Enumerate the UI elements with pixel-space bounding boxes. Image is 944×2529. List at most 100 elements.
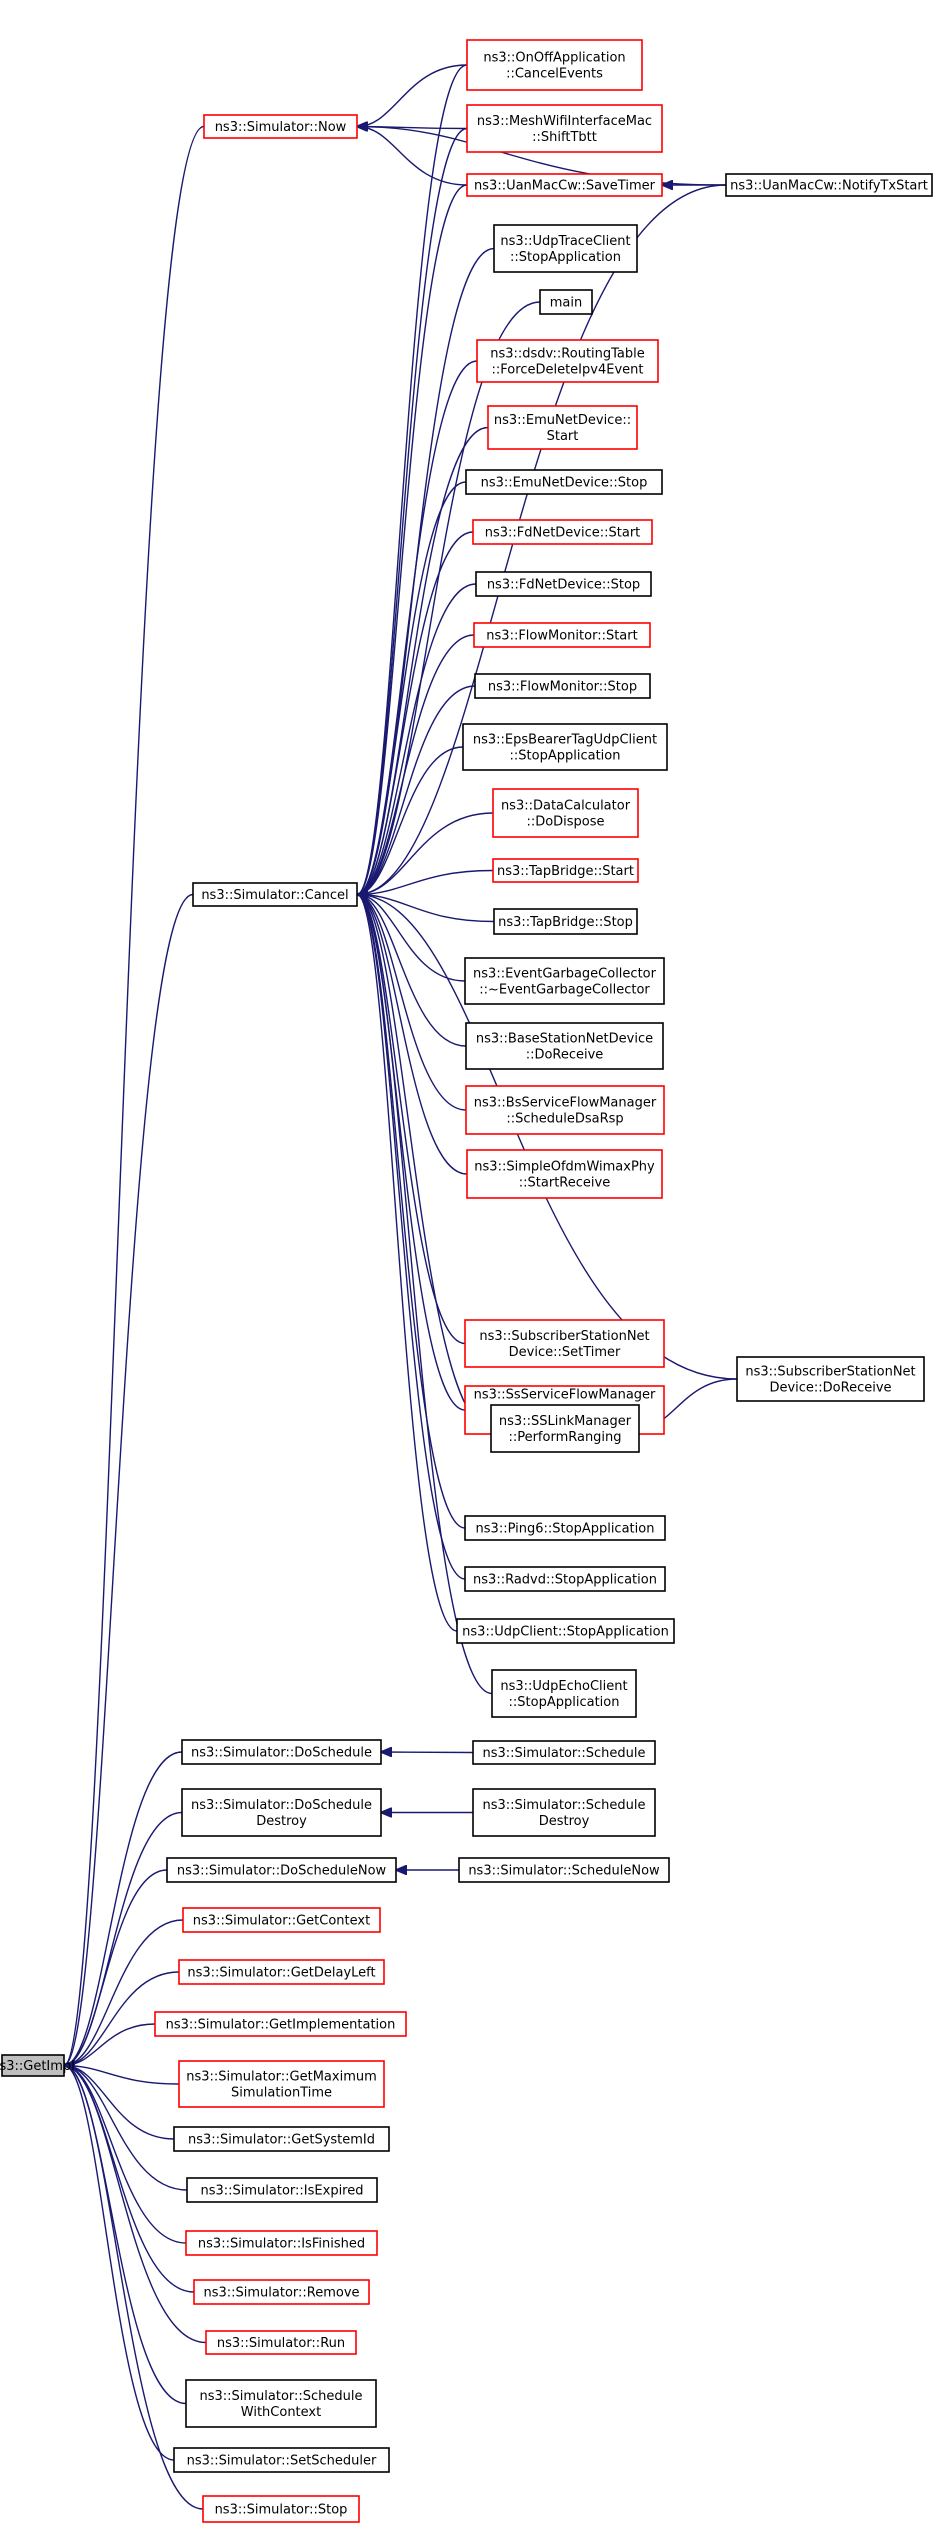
- node-setsched[interactable]: ns3::Simulator::SetScheduler: [173, 2447, 390, 2473]
- node-sched[interactable]: ns3::Simulator::Schedule: [472, 1740, 656, 1765]
- node-box: [203, 114, 358, 139]
- node-box: [186, 2177, 378, 2203]
- edge-udpclient-to-cancel: [357, 895, 458, 1632]
- node-label: ns3::SimpleOfdmWimaxPhy: [474, 1160, 655, 1175]
- edge-dosched-to-getimpl: [64, 1751, 183, 2066]
- node-label: ns3::UdpEchoClient: [500, 1679, 627, 1694]
- node-box: [465, 1022, 664, 1070]
- node-fdstart[interactable]: ns3::FdNetDevice::Start: [472, 519, 653, 545]
- node-doschedn[interactable]: ns3::Simulator::DoScheduleNow: [166, 1857, 397, 1883]
- node-label: ns3::TapBridge::Stop: [498, 915, 633, 930]
- node-tapstart[interactable]: ns3::TapBridge::Start: [492, 858, 639, 883]
- node-ssnet[interactable]: ns3::SubscriberStationNetDevice::SetTime…: [464, 1319, 665, 1368]
- node-stop[interactable]: ns3::Simulator::Stop: [202, 2495, 360, 2523]
- node-box: [473, 622, 651, 648]
- edge-getsys-to-getimpl: [64, 2066, 175, 2140]
- node-ping6[interactable]: ns3::Ping6::StopApplication: [464, 1515, 666, 1541]
- node-now[interactable]: ns3::Simulator::Now: [203, 114, 358, 139]
- edge-savetimer-to-cancel: [357, 184, 468, 895]
- edge-savetimer-to-now: [357, 127, 468, 186]
- node-flowstop[interactable]: ns3::FlowMonitor::Stop: [474, 673, 651, 699]
- node-udptrace[interactable]: ns3::UdpTraceClient::StopApplication: [493, 224, 638, 273]
- node-flowstart[interactable]: ns3::FlowMonitor::Start: [473, 622, 651, 648]
- node-box: [181, 1788, 382, 1837]
- node-onoff[interactable]: ns3::OnOffApplication::CancelEvents: [466, 39, 643, 91]
- node-label: ns3::Radvd::StopApplication: [473, 1573, 657, 1588]
- node-cancel[interactable]: ns3::Simulator::Cancel: [192, 882, 358, 907]
- node-box: [490, 1404, 640, 1453]
- node-fdstop[interactable]: ns3::FdNetDevice::Stop: [475, 571, 652, 597]
- node-main[interactable]: main: [539, 289, 593, 315]
- node-dsdv[interactable]: ns3::dsdv::RoutingTable::ForceDeleteIpv4…: [476, 339, 659, 383]
- node-tapstop[interactable]: ns3::TapBridge::Stop: [493, 908, 638, 935]
- node-label: ::~EventGarbageCollector: [479, 983, 650, 998]
- node-udpecho[interactable]: ns3::UdpEchoClient::StopApplication: [491, 1669, 637, 1718]
- edge-remove-to-getimpl: [64, 2066, 195, 2293]
- node-label: ns3::Simulator::DoSchedule: [191, 1746, 372, 1761]
- node-udpclient[interactable]: ns3::UdpClient::StopApplication: [456, 1618, 675, 1644]
- node-label: Device::DoReceive: [769, 1381, 891, 1396]
- node-bsflow[interactable]: ns3::BsServiceFlowManager::ScheduleDsaRs…: [465, 1085, 665, 1135]
- node-box: [464, 957, 665, 1005]
- node-getctx[interactable]: ns3::Simulator::GetContext: [182, 1907, 381, 1933]
- node-box: [466, 173, 663, 197]
- node-label: ns3::Simulator::GetContext: [193, 1914, 370, 1929]
- node-ofdm[interactable]: ns3::SimpleOfdmWimaxPhy::StartReceive: [466, 1149, 663, 1199]
- node-box: [464, 1319, 665, 1368]
- node-getdelay[interactable]: ns3::Simulator::GetDelayLeft: [178, 1959, 385, 1985]
- node-label: ::ScheduleDsaRsp: [506, 1112, 623, 1127]
- node-datacalc[interactable]: ns3::DataCalculator::DoDispose: [492, 788, 639, 838]
- node-label: ns3::FlowMonitor::Stop: [488, 680, 637, 695]
- edge-doschedn-to-getimpl: [64, 1869, 168, 2066]
- node-box: [185, 2230, 378, 2256]
- node-label: ::PerformRanging: [508, 1430, 621, 1445]
- node-sslink[interactable]: ns3::SSLinkManager::PerformRanging: [490, 1404, 640, 1453]
- node-savetimer[interactable]: ns3::UanMacCw::SaveTimer: [466, 173, 663, 197]
- node-label: ns3::Simulator::Cancel: [201, 888, 348, 903]
- node-remove[interactable]: ns3::Simulator::Remove: [193, 2279, 370, 2305]
- node-emustop[interactable]: ns3::EmuNetDevice::Stop: [465, 469, 663, 495]
- node-box: [466, 39, 643, 91]
- node-box: [472, 519, 653, 545]
- node-box: [491, 1669, 637, 1718]
- node-label: ns3::UanMacCw::NotifyTxStart: [730, 179, 928, 194]
- node-emustart[interactable]: ns3::EmuNetDevice::Start: [487, 405, 638, 450]
- edge-fdstop-to-cancel: [357, 583, 477, 895]
- node-notifytx[interactable]: ns3::UanMacCw::NotifyTxStart: [725, 173, 933, 197]
- node-label: ns3::Simulator::IsExpired: [200, 2184, 363, 2199]
- node-box: [1, 2054, 65, 2077]
- node-label: ::DoDispose: [526, 815, 604, 830]
- node-label: ns3::SSLinkManager: [499, 1414, 632, 1429]
- node-box: [472, 1740, 656, 1765]
- node-getimplem[interactable]: ns3::Simulator::GetImplementation: [154, 2011, 407, 2037]
- node-label: ns3::DataCalculator: [501, 799, 631, 814]
- node-run[interactable]: ns3::Simulator::Run: [205, 2330, 357, 2355]
- node-getsys[interactable]: ns3::Simulator::GetSystemId: [173, 2126, 390, 2152]
- node-ssdorecv[interactable]: ns3::SubscriberStationNetDevice::DoRecei…: [736, 1356, 925, 1402]
- node-isfin[interactable]: ns3::Simulator::IsFinished: [185, 2230, 378, 2256]
- node-box: [466, 104, 663, 153]
- node-label: ns3::UdpClient::StopApplication: [462, 1625, 669, 1640]
- node-radvd[interactable]: ns3::Radvd::StopApplication: [464, 1566, 666, 1592]
- node-getimpl[interactable]: ns3::GetImpl: [0, 2054, 75, 2077]
- node-label: ::ShiftTbtt: [532, 130, 597, 145]
- node-dosched[interactable]: ns3::Simulator::DoSchedule: [181, 1739, 382, 1765]
- edge-radvd-to-cancel: [357, 895, 466, 1580]
- edge-cancel-to-getimpl: [64, 893, 194, 2066]
- node-eventgc[interactable]: ns3::EventGarbageCollector::~EventGarbag…: [464, 957, 665, 1005]
- node-meshwifi[interactable]: ns3::MeshWifiInterfaceMac::ShiftTbtt: [466, 104, 663, 153]
- node-label: ns3::Simulator::Schedule: [199, 2389, 362, 2404]
- node-label: ns3::Simulator::GetDelayLeft: [187, 1966, 375, 1981]
- edge-emustop-to-cancel: [357, 481, 467, 895]
- edge-bsflow-to-cancel: [357, 895, 467, 1111]
- node-schedn[interactable]: ns3::Simulator::ScheduleNow: [458, 1857, 670, 1883]
- node-isexp[interactable]: ns3::Simulator::IsExpired: [186, 2177, 378, 2203]
- node-label: ns3::MeshWifiInterfaceMac: [477, 114, 652, 129]
- node-bsnet[interactable]: ns3::BaseStationNetDevice::DoReceive: [465, 1022, 664, 1070]
- node-epsbearer[interactable]: ns3::EpsBearerTagUdpClient::StopApplicat…: [462, 723, 668, 771]
- node-label: Destroy: [256, 1814, 307, 1829]
